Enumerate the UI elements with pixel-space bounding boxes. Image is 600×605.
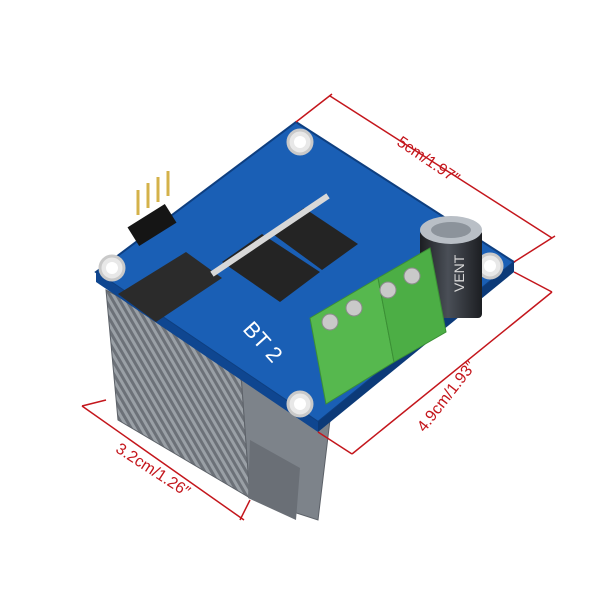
mounting-holes [98, 128, 504, 418]
screw-terminals [309, 247, 447, 405]
capacitor-label: VENT [451, 254, 467, 292]
driver-chip [118, 252, 222, 322]
header-pins [127, 171, 177, 246]
heatsink [105, 289, 331, 521]
dimension-lines [81, 93, 556, 521]
mosfet-chips [210, 193, 358, 302]
